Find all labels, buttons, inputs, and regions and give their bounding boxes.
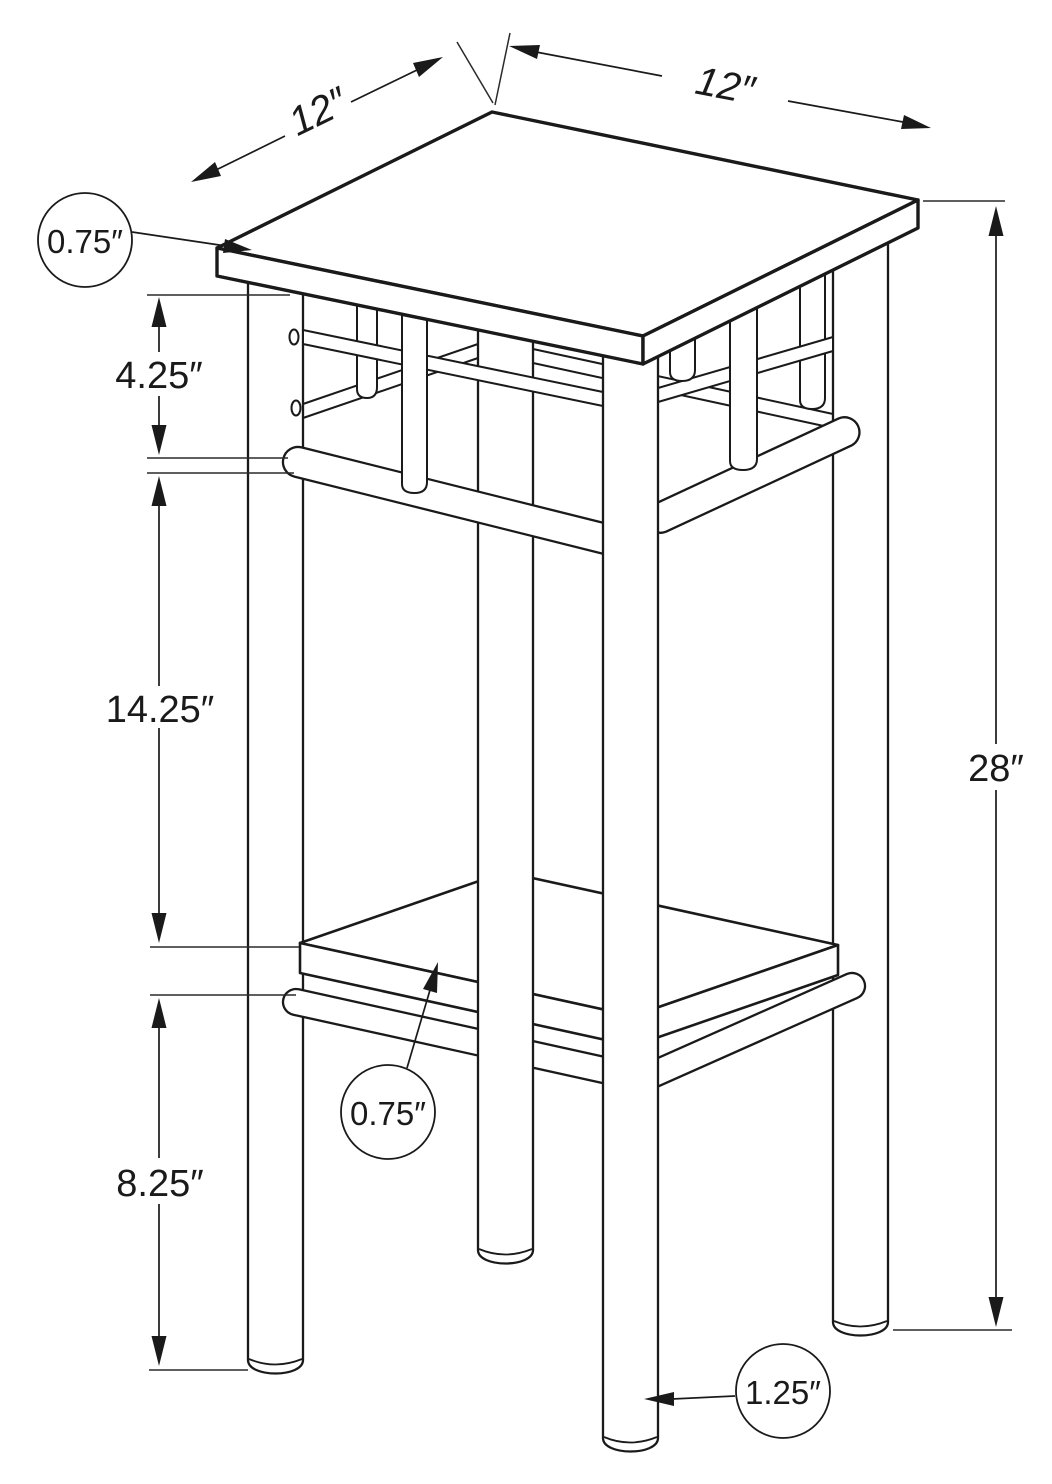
callout-top-thickness: 0.75″: [37, 192, 252, 288]
callout-shelf-thickness: 0.75″: [340, 962, 438, 1160]
apron-slat-tall-right: [729, 307, 758, 471]
label-overall-height: 28″: [968, 748, 1024, 790]
apron-bar-left: [281, 445, 635, 559]
label-top-depth: 12″: [282, 79, 356, 145]
label-shelf-to-floor: 8.25″: [116, 1163, 203, 1205]
table-top: [215, 110, 920, 366]
leg-front: [601, 348, 660, 1453]
dim-shelf-to-floor: 8.25″: [116, 998, 204, 1366]
dim-overall-height: 28″: [968, 206, 1024, 1327]
label-shelf-thickness: 0.75″: [350, 1095, 426, 1132]
apron-slat-far-right: [799, 273, 826, 410]
label-apron-height: 4.25″: [115, 355, 202, 397]
label-top-width: 12″: [692, 59, 760, 114]
label-top-to-shelf: 14.25″: [106, 689, 215, 731]
apron-slat-tall-left: [401, 314, 428, 494]
screw-holes: [288, 328, 302, 417]
label-leg-diameter: 1.25″: [745, 1374, 821, 1411]
extension-lines: [147, 32, 1012, 1371]
dim-apron-height: 4.25″: [115, 297, 203, 455]
dim-top-width: 12″: [509, 45, 931, 129]
dim-top-to-shelf: 14.25″: [106, 476, 215, 943]
leg-right: [831, 213, 890, 1337]
label-top-thickness: 0.75″: [47, 223, 123, 260]
leg-left: [246, 278, 305, 1375]
leg-back: [476, 298, 535, 1265]
callout-leg-diameter: 1.25″: [644, 1343, 831, 1439]
